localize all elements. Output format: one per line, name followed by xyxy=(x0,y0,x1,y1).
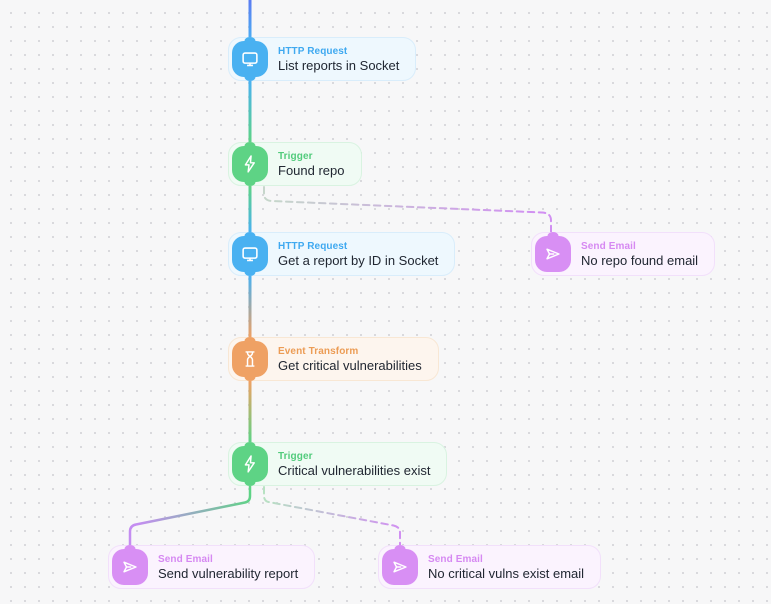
lightning-icon xyxy=(232,142,268,186)
node-kind-label: Trigger xyxy=(278,451,313,462)
connector-stub xyxy=(244,37,256,45)
connector-stub xyxy=(547,232,559,240)
node-get-critical[interactable]: Event Transform Get critical vulnerabili… xyxy=(228,337,439,381)
connector-stub xyxy=(244,442,256,450)
node-title: Found repo xyxy=(278,163,345,178)
connector-stub xyxy=(124,545,136,553)
edge-critical-exist-to-no-critical-email xyxy=(263,486,401,568)
node-found-repo[interactable]: Trigger Found repo xyxy=(228,142,362,186)
node-kind-label: Trigger xyxy=(278,151,313,162)
node-critical-exist[interactable]: Trigger Critical vulnerabilities exist xyxy=(228,442,448,486)
connector-stub xyxy=(244,178,256,186)
monitor-icon xyxy=(232,232,268,276)
node-no-repo-email[interactable]: Send Email No repo found email xyxy=(531,232,716,276)
connector-stub xyxy=(244,142,256,150)
node-title: Get critical vulnerabilities xyxy=(278,358,422,373)
node-title: Get a report by ID in Socket xyxy=(278,253,439,268)
node-kind-label: HTTP Request xyxy=(278,241,348,252)
send-icon xyxy=(382,545,418,585)
node-title: No repo found email xyxy=(581,253,699,268)
send-icon xyxy=(535,232,571,272)
connector-stub xyxy=(244,232,256,240)
node-kind-label: Event Transform xyxy=(278,346,359,357)
node-no-critical-email[interactable]: Send Email No critical vulns exist email xyxy=(378,545,602,589)
connector-stub xyxy=(244,478,256,486)
connector-stub xyxy=(244,268,256,276)
node-list-reports[interactable]: HTTP Request List reports in Socket xyxy=(228,37,417,81)
node-kind-label: HTTP Request xyxy=(278,46,348,57)
node-kind-label: Send Email xyxy=(428,554,483,565)
connector-stub xyxy=(394,545,406,553)
node-send-report[interactable]: Send Email Send vulnerability report xyxy=(108,545,316,589)
connector-stub xyxy=(244,337,256,345)
node-title: No critical vulns exist email xyxy=(428,566,585,581)
connector-stub xyxy=(244,73,256,81)
send-icon xyxy=(112,545,148,585)
node-title: List reports in Socket xyxy=(278,58,400,73)
node-kind-label: Send Email xyxy=(581,241,636,252)
edge-critical-exist-to-send-report xyxy=(128,481,252,569)
node-title: Send vulnerability report xyxy=(158,566,299,581)
monitor-icon xyxy=(232,37,268,81)
hourglass-icon xyxy=(232,337,268,381)
connector-stub xyxy=(244,373,256,381)
edge-found-repo-to-no-repo-email xyxy=(263,186,552,251)
node-kind-label: Send Email xyxy=(158,554,213,565)
node-get-report[interactable]: HTTP Request Get a report by ID in Socke… xyxy=(228,232,456,276)
lightning-icon xyxy=(232,442,268,486)
node-title: Critical vulnerabilities exist xyxy=(278,463,431,478)
